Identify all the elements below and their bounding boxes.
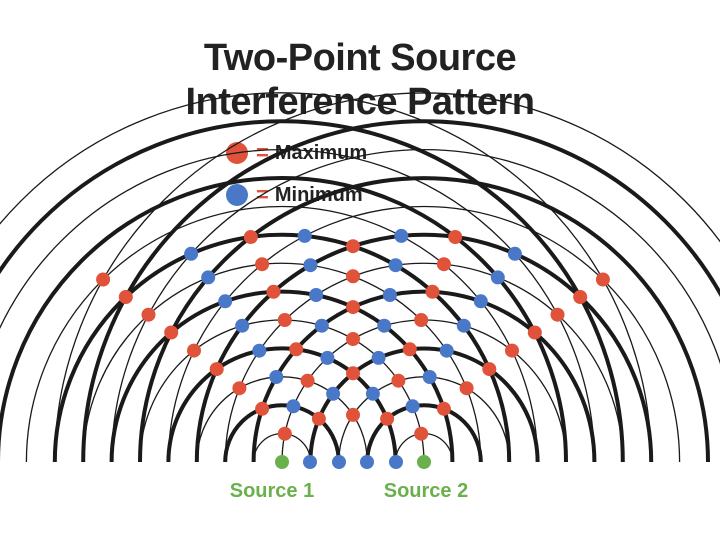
minimum-point xyxy=(382,288,397,302)
maximum-point xyxy=(402,342,417,357)
maximum-point xyxy=(141,307,156,322)
maximum-point xyxy=(346,300,360,315)
minimum-point xyxy=(507,246,522,261)
minimum-point xyxy=(456,318,471,333)
maximum-point xyxy=(436,257,451,272)
source-1-label: Source 1 xyxy=(230,480,314,502)
wave-front-arc xyxy=(223,403,341,463)
wave-front-arc xyxy=(281,319,567,463)
maximum-point xyxy=(346,332,360,346)
maximum-point xyxy=(346,366,360,381)
maximum-point xyxy=(414,426,429,441)
interference-points xyxy=(96,228,610,469)
minimum-point xyxy=(184,246,199,261)
minimum-point xyxy=(326,386,341,401)
maximum-point xyxy=(232,381,247,396)
maximum-point xyxy=(380,411,395,426)
maximum-point xyxy=(573,290,588,304)
maximum-point xyxy=(436,401,451,416)
maximum-point xyxy=(595,272,610,287)
minimum-point xyxy=(388,258,403,273)
minimum-point xyxy=(286,399,301,414)
maximum-point xyxy=(391,373,406,388)
wave-front-arc xyxy=(139,319,425,463)
maximum-point xyxy=(277,426,292,441)
maximum-point xyxy=(482,362,497,377)
source-1-point xyxy=(275,455,289,469)
wave-front-arc xyxy=(25,205,539,463)
minimum-point xyxy=(235,318,250,333)
wave-front-arc xyxy=(308,346,540,463)
diagram-title: Two-Point Source Interference Pattern xyxy=(0,36,720,124)
wave-front-arc xyxy=(166,346,398,463)
minimum-point xyxy=(218,294,233,309)
minimum-point xyxy=(332,455,346,469)
minimum-point xyxy=(405,399,420,414)
wave-front-arc xyxy=(0,92,652,463)
maximum-point xyxy=(459,381,474,396)
maximum-point xyxy=(187,343,201,358)
maximum-point xyxy=(346,269,360,284)
minimum-point xyxy=(314,318,329,333)
minimum-point xyxy=(389,455,403,469)
wave-front-arc xyxy=(365,403,483,463)
maximum-point xyxy=(346,239,360,254)
maximum-point xyxy=(550,307,565,322)
wave-front-arc xyxy=(194,232,654,463)
minimum-point xyxy=(303,258,318,273)
minimum-point xyxy=(303,455,317,469)
minimum-point xyxy=(297,228,312,243)
minimum-point xyxy=(490,270,505,285)
maximum-point xyxy=(277,313,292,327)
maximum-point xyxy=(414,313,429,327)
minimum-point xyxy=(269,370,284,384)
minimum-point xyxy=(439,343,454,358)
maximum-point xyxy=(527,325,542,340)
wave-front-arc xyxy=(52,232,512,463)
minimum-point xyxy=(394,228,409,243)
minimum-point xyxy=(360,455,374,469)
maximum-point xyxy=(243,230,258,244)
maximum-point xyxy=(425,284,440,299)
maximum-point xyxy=(209,362,224,377)
minimum-point xyxy=(201,270,216,285)
wave-front-arc xyxy=(224,262,624,463)
wave-front-arc xyxy=(167,205,681,463)
maximum-point xyxy=(255,401,270,416)
maximum-point xyxy=(164,325,179,340)
minimum-dot-icon xyxy=(226,184,248,206)
minimum-point xyxy=(309,288,324,302)
title-line-2: Interference Pattern xyxy=(185,81,535,123)
maximum-point xyxy=(505,343,519,358)
maximum-point xyxy=(346,407,360,422)
maximum-point xyxy=(266,284,281,299)
source-2-label: Source 2 xyxy=(384,480,468,502)
minimum-point xyxy=(252,343,267,358)
maximum-point xyxy=(118,290,133,304)
wave-front-arc xyxy=(54,92,720,463)
maximum-point xyxy=(289,342,304,357)
maximum-point xyxy=(255,257,270,272)
minimum-point xyxy=(473,294,488,309)
maximum-point xyxy=(311,411,326,426)
minimum-point xyxy=(365,386,380,401)
maximum-point xyxy=(96,272,111,287)
maximum-point xyxy=(448,230,463,244)
minimum-point xyxy=(422,370,437,384)
minimum-point xyxy=(320,350,335,365)
minimum-point xyxy=(377,318,392,333)
minimum-point xyxy=(371,350,386,365)
source-2-point xyxy=(417,455,431,469)
title-line-1: Two-Point Source xyxy=(203,37,517,79)
wave-front-arc xyxy=(82,262,482,463)
maximum-point xyxy=(300,373,315,388)
